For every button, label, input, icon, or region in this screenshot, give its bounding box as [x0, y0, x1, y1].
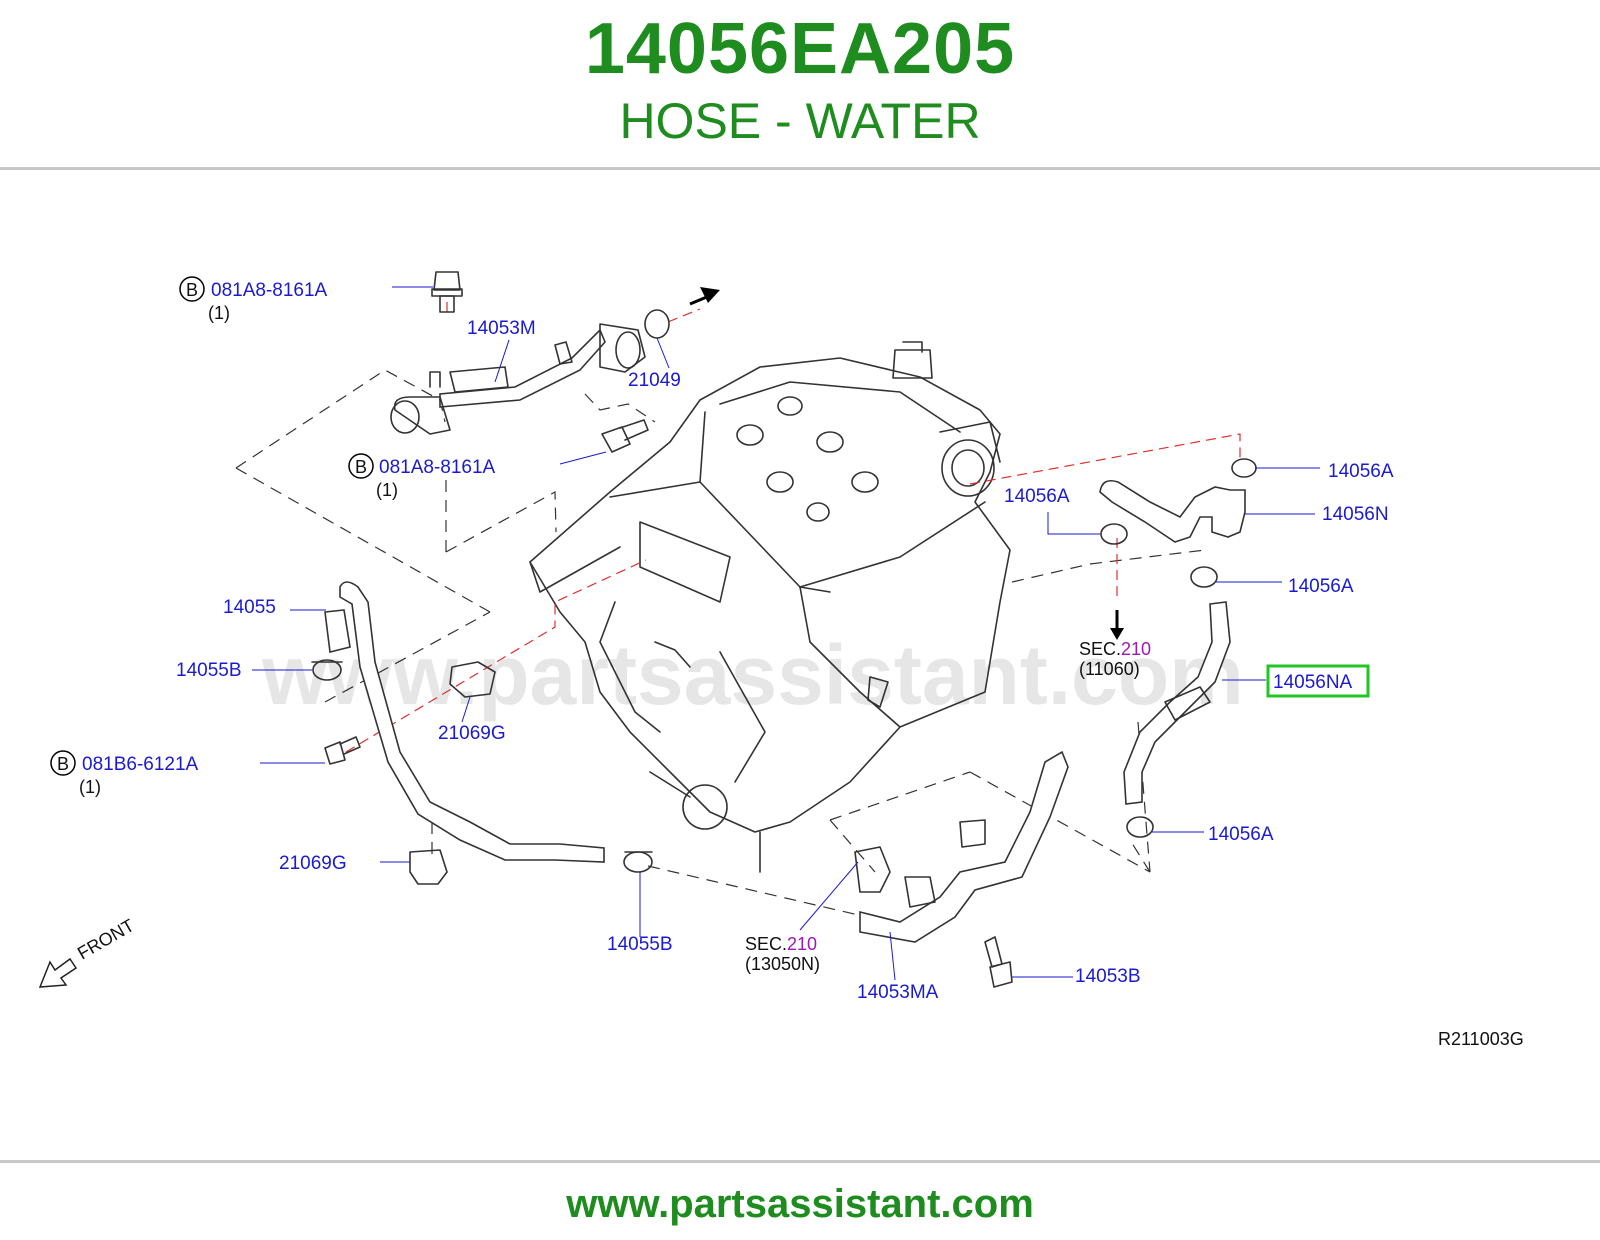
- engine-block: [529, 341, 1011, 873]
- qty-081A8-8161A-top: (1): [208, 303, 230, 323]
- clamp-14056A-3: [1190, 566, 1218, 588]
- svg-text:B: B: [355, 457, 367, 477]
- bolt-badge-2: B: [348, 453, 374, 479]
- label-14056A-1[interactable]: 14056A: [1328, 461, 1394, 482]
- hose-14056N: [1099, 479, 1246, 543]
- label-14056A-3[interactable]: 14056A: [1288, 576, 1354, 597]
- bolt-badge-3: B: [50, 750, 76, 776]
- water-pipe-14053MA: [854, 750, 1069, 943]
- clip-21069G-upper: [449, 661, 496, 698]
- sec-210-13050N-ref: (13050N): [745, 954, 820, 974]
- reference-code: R211003G: [1438, 1029, 1524, 1049]
- hose-14055-end: [324, 609, 351, 653]
- bolt-081A8-8161A-top: [431, 271, 463, 313]
- label-14056NA[interactable]: 14056NA: [1273, 672, 1353, 693]
- label-21069G-upper[interactable]: 21069G: [438, 723, 506, 744]
- label-081A8-8161A-top[interactable]: 081A8-8161A: [211, 280, 328, 301]
- footer-website-link[interactable]: www.partsassistant.com: [566, 1182, 1034, 1226]
- label-14053M[interactable]: 14053M: [467, 318, 536, 339]
- qty-081A8-8161A-mid: (1): [376, 480, 398, 500]
- label-14056A-4[interactable]: 14056A: [1208, 824, 1274, 845]
- bolt-14053B: [984, 936, 1013, 988]
- front-label: FRONT: [74, 915, 138, 963]
- qty-081B6-6121A: (1): [79, 777, 101, 797]
- hose-14056NA-sleeve: [1164, 686, 1211, 721]
- clamp-14056A-1: [1231, 458, 1257, 478]
- sec-210-13050N-num: 210: [787, 934, 817, 954]
- label-14053MA[interactable]: 14053MA: [857, 982, 939, 1003]
- clamp-14055B-bottom: [623, 851, 653, 873]
- direction-arrow-down: [1110, 610, 1124, 640]
- hose-14056NA: [1123, 601, 1231, 805]
- highlight-box-14056NA: [1266, 664, 1370, 698]
- label-21049[interactable]: 21049: [628, 370, 681, 391]
- bolt-badge-1: B: [179, 276, 205, 302]
- front-indicator: FRONT: [38, 915, 138, 988]
- sec-210-11060-prefix: SEC.210: [1079, 639, 1151, 659]
- sec-210-11060-ref: (11060): [1079, 659, 1140, 679]
- clip-21069G-lower: [409, 849, 448, 885]
- label-14056A-2[interactable]: 14056A: [1004, 486, 1070, 507]
- bolt-081A8-8161A-mid: [601, 419, 649, 453]
- watermark-text: www.partsassistant.com: [261, 628, 1244, 722]
- label-21069G-lower[interactable]: 21069G: [279, 853, 347, 874]
- parts-diagram: www.partsassistant.com: [38, 271, 1524, 1049]
- svg-text:B: B: [57, 754, 69, 774]
- assembly-red-dashed-lines: [345, 297, 1241, 753]
- svg-text:B: B: [186, 280, 198, 300]
- label-14055B-bottom[interactable]: 14055B: [607, 934, 673, 955]
- label-14055[interactable]: 14055: [223, 597, 276, 618]
- label-081A8-8161A-mid[interactable]: 081A8-8161A: [379, 457, 496, 478]
- clamp-14056A-4: [1126, 816, 1154, 838]
- label-14053B[interactable]: 14053B: [1075, 966, 1141, 987]
- label-14056N[interactable]: 14056N: [1322, 504, 1389, 525]
- sec-210-13050N-prefix: SEC.210: [745, 934, 817, 954]
- front-arrow-icon: [38, 957, 78, 988]
- bolt-081B6-6121A: [324, 736, 361, 765]
- o-ring-21049: [644, 309, 670, 339]
- clamp-14055B-left: [311, 659, 343, 681]
- leader-lines: [252, 286, 1320, 981]
- sec-210-11060-num: 210: [1121, 639, 1151, 659]
- part-number-title: 14056EA205: [584, 9, 1016, 89]
- part-name-subtitle: HOSE - WATER: [619, 93, 981, 149]
- label-081B6-6121A[interactable]: 081B6-6121A: [82, 754, 199, 775]
- header-divider: [0, 167, 1600, 170]
- label-14055B-left[interactable]: 14055B: [176, 660, 242, 681]
- footer-divider: [0, 1160, 1600, 1163]
- clamp-14056A-2: [1100, 523, 1128, 545]
- direction-arrow-top: [689, 287, 720, 306]
- hose-14055: [339, 581, 605, 863]
- water-pipe-14053M: [390, 323, 646, 435]
